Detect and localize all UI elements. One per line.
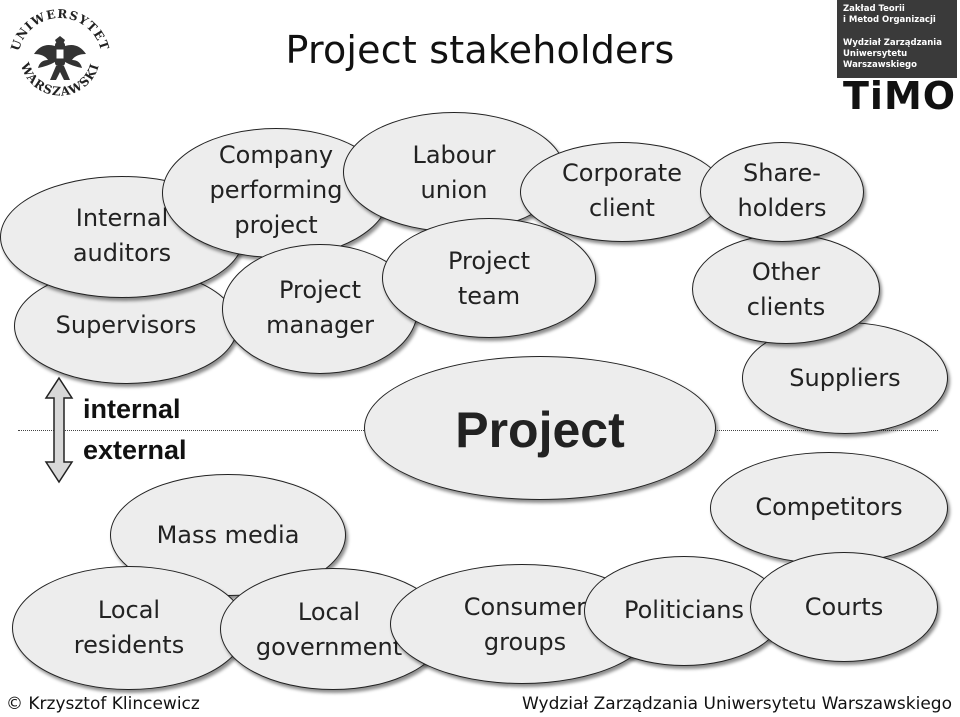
university-seal-logo: UNIWERSYTET WARSZAWSKI — [8, 7, 111, 99]
other-clients-node — [692, 234, 880, 344]
logo-band — [837, 78, 957, 112]
project-node — [364, 356, 716, 500]
project-team-node — [382, 218, 596, 338]
footer-copyright: © Krzysztof Klincewicz — [6, 694, 200, 714]
double-arrow-icon — [44, 376, 74, 484]
suppliers-label: Suppliers — [789, 364, 901, 392]
corporate-client-label: Corporate client — [562, 159, 682, 222]
supervisors-label: Supervisors — [55, 311, 197, 339]
local-residents-node — [12, 566, 246, 690]
logo-line: Zakład Teorii — [843, 4, 905, 14]
logo-line: i Metod Organizacji — [843, 15, 936, 25]
timo-logo: Zakład Teorii i Metod Organizacji Wydzia… — [837, 0, 957, 112]
internal-auditors-label: Internal auditors — [72, 204, 172, 267]
logo-line: Warszawskiego — [843, 60, 917, 70]
internal-label: internal — [83, 394, 181, 424]
footer-faculty: Wydział Zarządzania Uniwersytetu Warszaw… — [522, 694, 952, 714]
labour-union-label: Labour union — [412, 141, 496, 204]
corporate-client-node — [520, 142, 724, 242]
courts-label: Courts — [804, 593, 884, 621]
local-government-label: Local government — [255, 598, 403, 661]
external-label: external — [83, 435, 187, 465]
consumer-groups-label: Consumer groups — [463, 593, 587, 656]
politicians-label: Politicians — [624, 596, 744, 624]
courts-node — [750, 552, 938, 662]
shareholders-node — [700, 142, 864, 242]
other-clients-label: Other clients — [746, 258, 826, 321]
project-manager-label: Project manager — [266, 276, 374, 339]
competitors-node — [710, 452, 948, 564]
local-residents-label: Local residents — [73, 596, 185, 659]
logo-line: Uniwersytetu — [843, 49, 908, 59]
project-team-label: Project team — [447, 247, 531, 310]
competitors-label: Competitors — [755, 493, 903, 521]
project-label: Project — [455, 402, 625, 458]
company-performing-project-label: Company performing project — [209, 141, 343, 239]
mass-media-label: Mass media — [156, 521, 300, 549]
shareholders-label: Share- holders — [737, 159, 827, 222]
logo-line: Wydział Zarządzania — [843, 38, 942, 48]
page-title: Project stakeholders — [285, 28, 675, 72]
logo-brand: TiMO — [843, 74, 957, 112]
